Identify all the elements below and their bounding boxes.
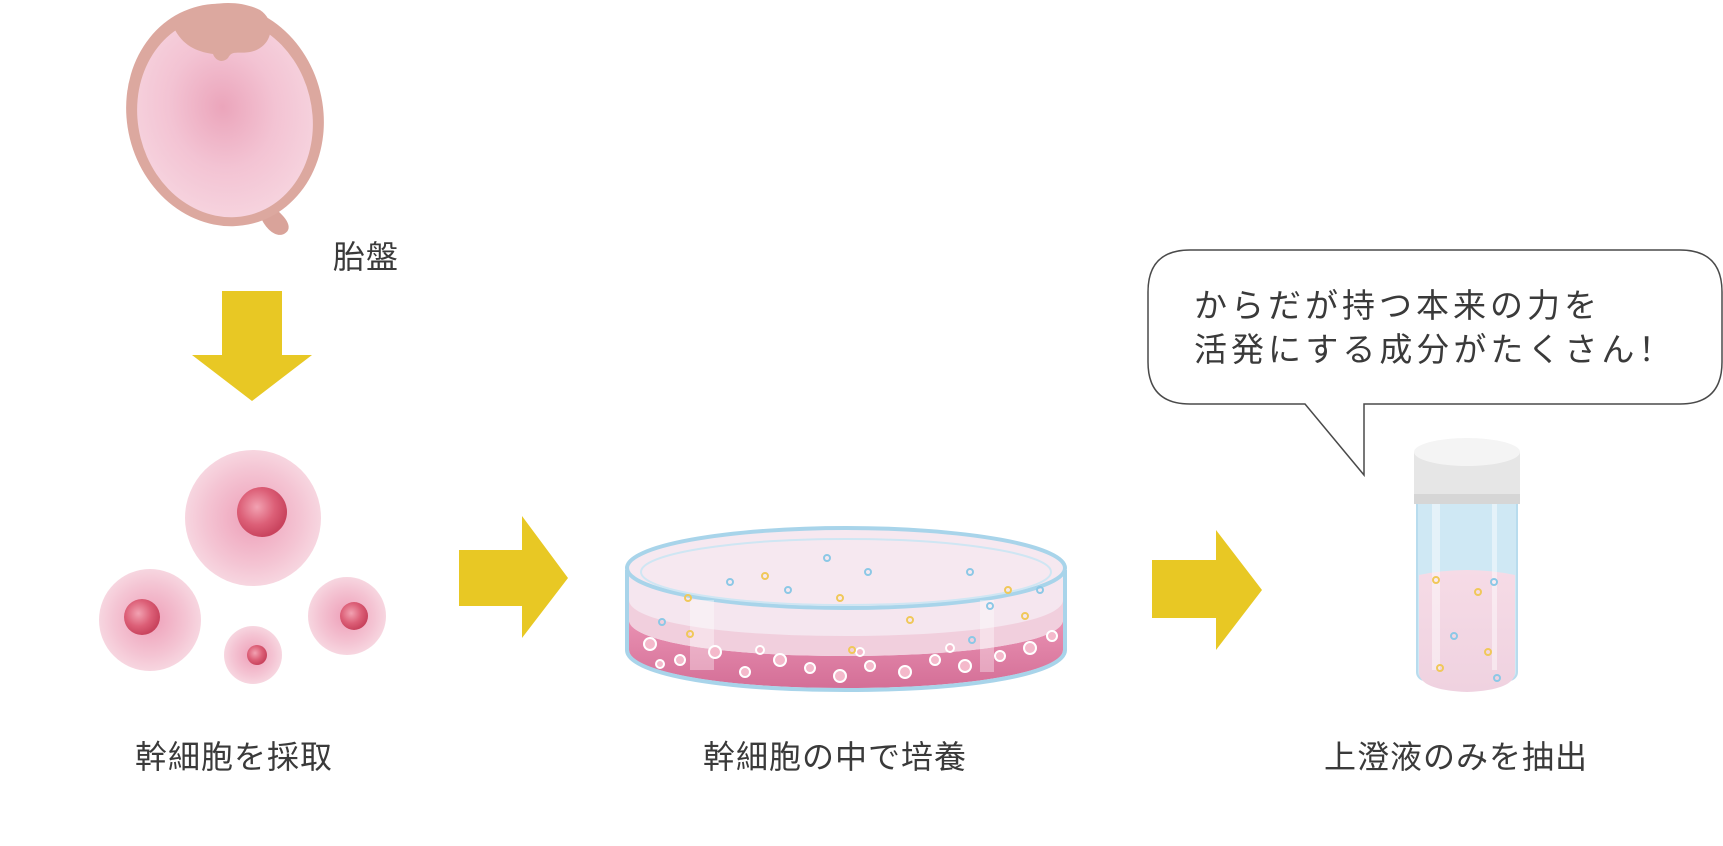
placenta-illustration: [126, 2, 324, 235]
bubble-line-1: からだが持つ本来の力を: [1194, 286, 1601, 325]
petri-dish-illustration: [625, 526, 1067, 693]
cultured-cells: [643, 630, 1058, 683]
vial-illustration: [1414, 438, 1520, 692]
right-arrow-icon: [1152, 530, 1262, 650]
vial-particles: [1432, 576, 1501, 682]
floating-particles: [658, 554, 1044, 654]
down-arrow-icon: [192, 291, 312, 401]
placenta-label: 胎盤: [333, 238, 400, 276]
stem-cells-illustration: [99, 450, 386, 684]
bubble-line-2: 活発にする成分がたくさん！: [1194, 330, 1676, 369]
step1-label: 幹細胞を採取: [135, 738, 334, 776]
step3-label: 上澄液のみを抽出: [1324, 738, 1589, 776]
step2-label: 幹細胞の中で培養: [703, 738, 968, 776]
right-arrow-icon: [459, 516, 568, 638]
speech-bubble: [1147, 249, 1723, 478]
